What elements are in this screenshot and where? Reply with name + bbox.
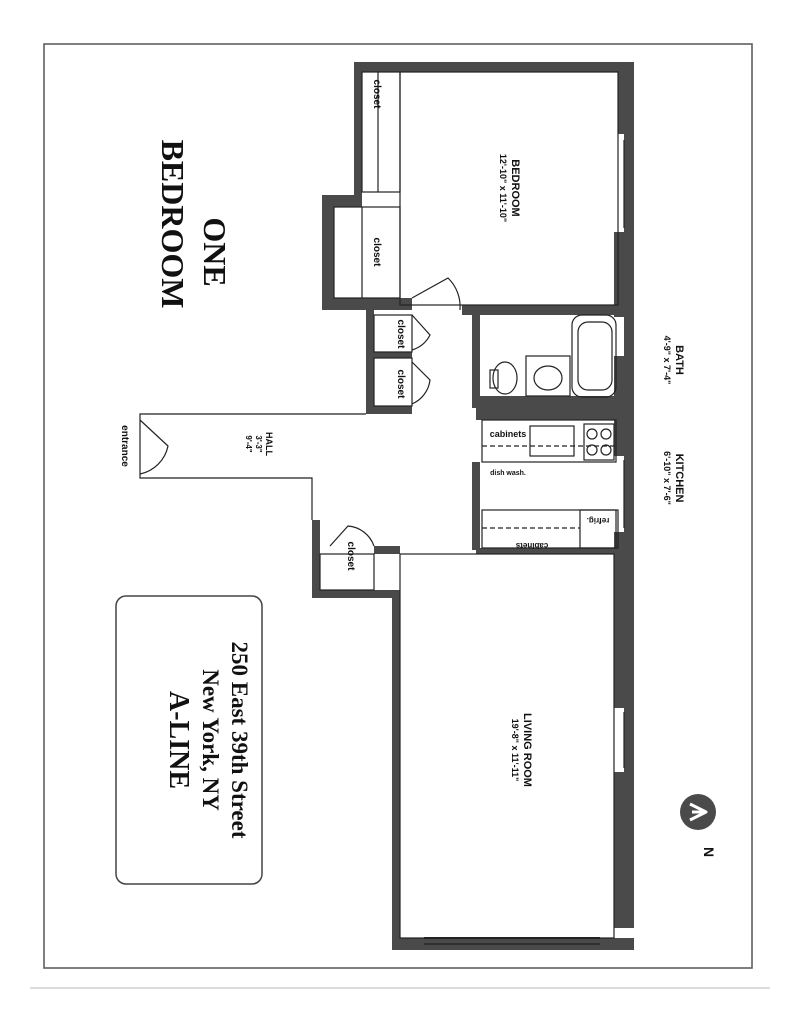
kitchen-name: KITCHEN xyxy=(673,454,685,503)
address-line2: New York, NY xyxy=(198,669,223,811)
interior-lines xyxy=(139,71,625,945)
address-line3: A-LINE xyxy=(163,691,194,789)
bedroom-name: BEDROOM xyxy=(509,159,521,216)
bedroom-dims: 12'-10" x 11'-10" xyxy=(498,154,508,222)
refrig-label: refrig. xyxy=(587,516,610,525)
plan-title-line2: BEDROOM xyxy=(155,140,191,309)
walls xyxy=(312,62,634,950)
closet-label-hall-2: closet xyxy=(395,370,406,400)
bath-name: BATH xyxy=(673,345,685,375)
hall-name: HALL xyxy=(264,432,274,456)
address-line1: 250 East 39th Street xyxy=(227,642,252,839)
closet-label-lower: closet xyxy=(345,542,356,572)
address-box xyxy=(115,595,263,885)
kitchen-dims: 6'-10" x 7'-6" xyxy=(662,451,672,505)
north-compass: N xyxy=(680,794,717,857)
cabinets-label-lower: cabinets xyxy=(515,541,548,550)
closet-label-hall-1: closet xyxy=(395,320,406,350)
cabinets-label-upper: cabinets xyxy=(490,429,527,439)
hall-dims-b: 9'-4" xyxy=(244,435,253,452)
living-room-dims: 19'-8" x 11'-11" xyxy=(510,719,520,782)
page-frame xyxy=(43,43,753,969)
north-label: N xyxy=(701,847,717,857)
address-group: 250 East 39th Street New York, NY A-LINE xyxy=(163,642,252,839)
dish-wash-label: dish wash. xyxy=(490,470,526,477)
closet-label-middle: closet xyxy=(371,238,382,268)
plan-title-line1: ONE xyxy=(197,217,233,286)
title-group: ONE BEDROOM xyxy=(155,140,233,309)
closet-label-top: closet xyxy=(371,80,382,110)
entrance-label: entrance xyxy=(119,425,130,467)
hall-dims-a: 3'-3" xyxy=(254,435,263,452)
living-room-name: LIVING ROOM xyxy=(521,713,533,787)
bath-dims: 4'-9" x 7'-4" xyxy=(662,336,672,385)
